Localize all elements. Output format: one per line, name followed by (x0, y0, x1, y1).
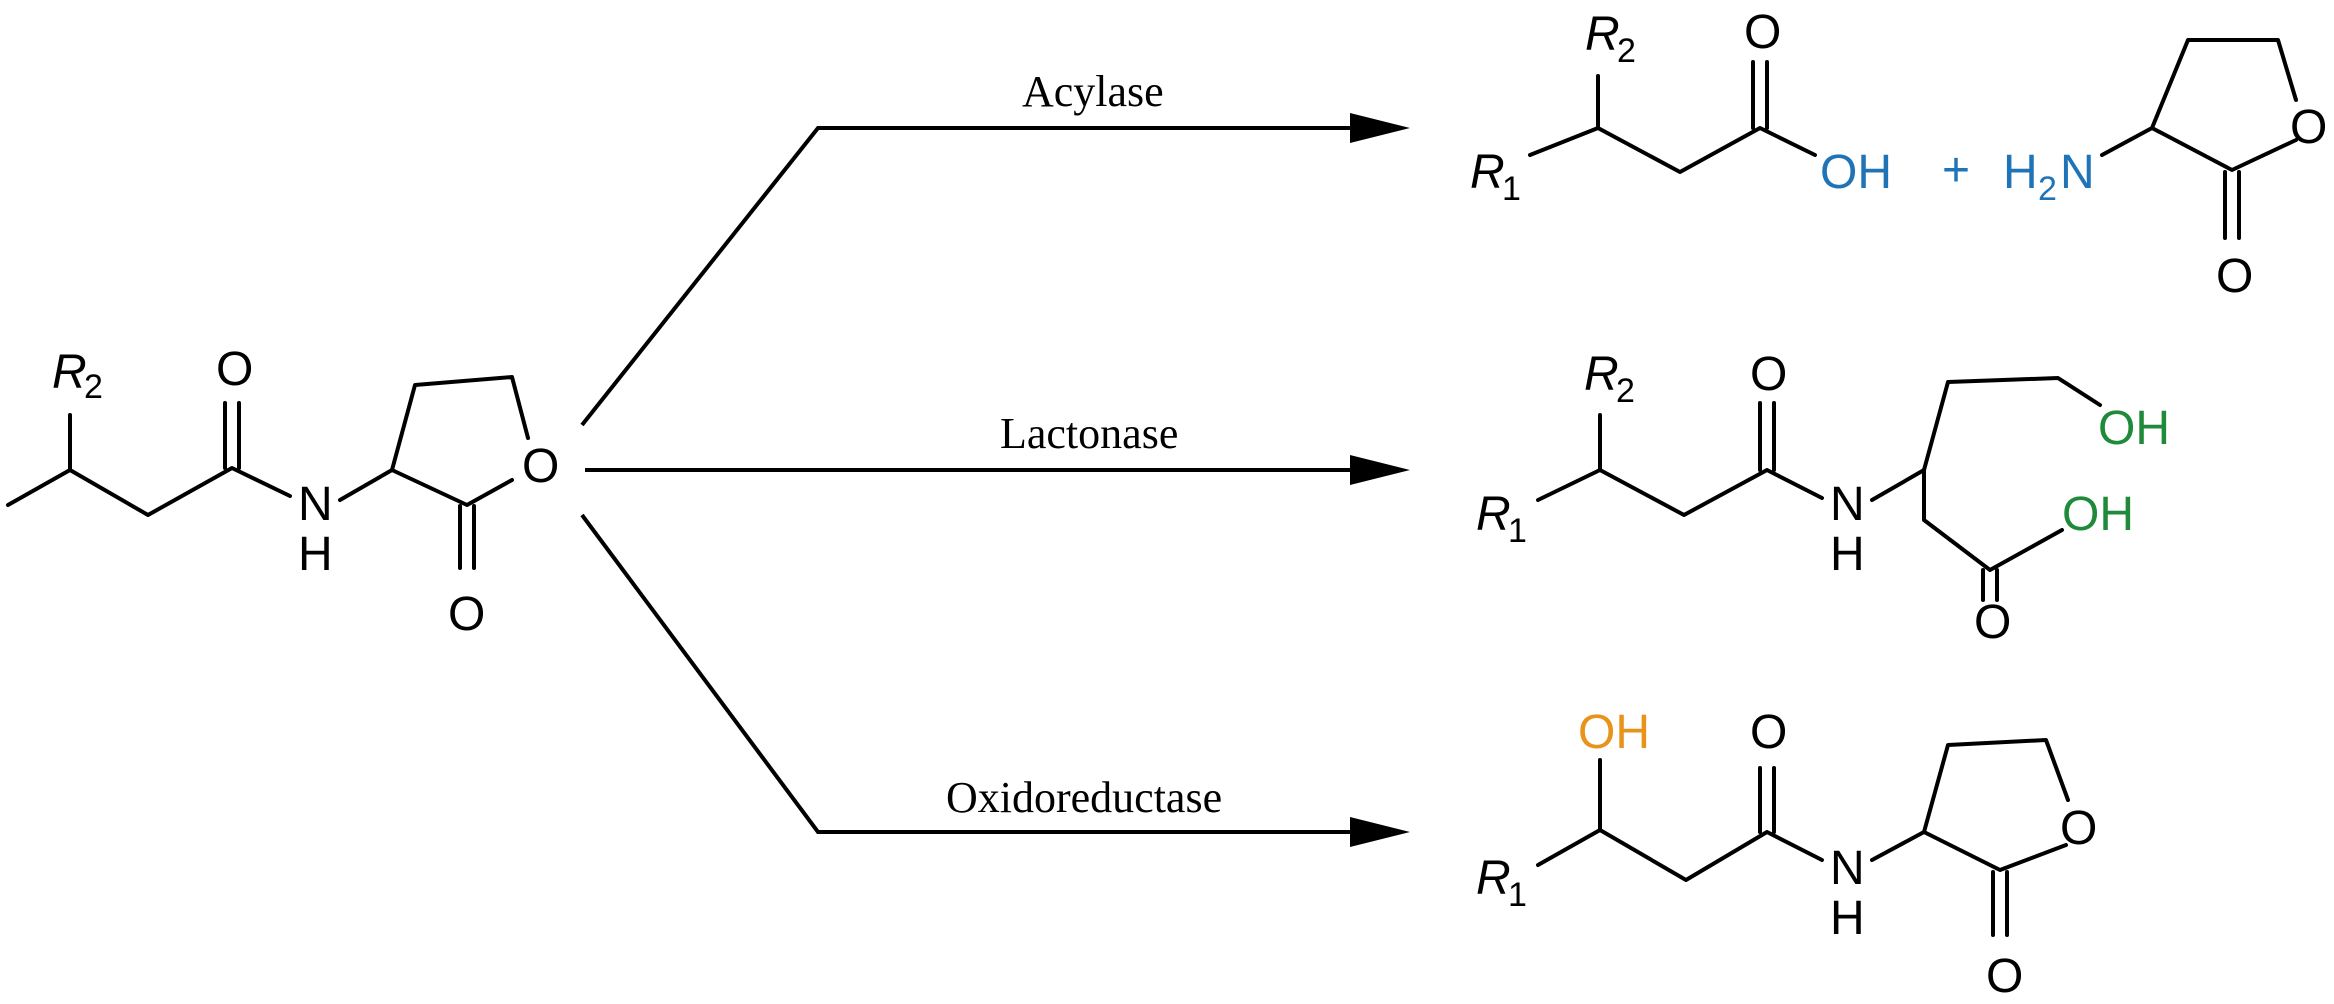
lactonase-amide-nitrogen: N (1830, 478, 1865, 531)
oxidoreductase-arrowhead (1350, 817, 1410, 847)
oxido-amide-hydrogen: H (1830, 892, 1865, 945)
lactonase-acid-hydroxyl: OH (2062, 488, 2134, 541)
acylase-arrowhead (1350, 113, 1410, 143)
oxido-carbonyl-oxygen: O (1750, 706, 1787, 759)
oxido-ring-oxygen: O (2060, 802, 2097, 855)
substrate-molecule: R 2 O N H O O (6, 343, 559, 641)
substrate-r2-label: R (52, 346, 87, 399)
lactonase-carbonyl-oxygen: O (1750, 348, 1787, 401)
lactonase-chain-hydroxyl: OH (2098, 402, 2170, 455)
acylase-lactone-ring-bonds (2100, 38, 2298, 172)
acylase-hydroxyl-group: OH (1820, 146, 1892, 199)
lactonase-r1-subscript: 1 (1508, 512, 1527, 550)
oxido-amide-nitrogen: N (1830, 842, 1865, 895)
acylase-r1-subscript: 1 (1502, 170, 1521, 208)
lactonase-r2-subscript: 2 (1616, 372, 1635, 410)
acylase-arrow (580, 126, 1360, 427)
plus-sign: + (1942, 144, 1970, 197)
lactonase-r1-label: R (1476, 488, 1511, 541)
substrate-chain-bonds (6, 466, 394, 517)
oxido-r1-subscript: 1 (1508, 876, 1527, 914)
lactonase-r2-label: R (1584, 348, 1619, 401)
lactonase-product: R 1 R 2 O N H OH OH O (1476, 348, 2170, 649)
acylase-acid-chain-bonds (1528, 126, 1817, 174)
substrate-carbonyl-oxygen: O (216, 343, 253, 396)
substrate-amide-hydrogen: H (298, 528, 333, 581)
acylase-ring-oxygen: O (2290, 101, 2327, 154)
substrate-amide-nitrogen: N (298, 478, 333, 531)
lactonase-arrowhead (1350, 455, 1410, 485)
acylase-label: Acylase (1022, 67, 1164, 116)
substrate-r2-subscript: 2 (84, 368, 103, 406)
oxidoreductase-product: R 1 OH O N H O O (1476, 706, 2097, 1003)
lactonase-label: Lactonase (1000, 409, 1178, 458)
substrate-ring-oxygen: O (522, 440, 559, 493)
lactonase-acid-bonds (1922, 468, 2064, 572)
substrate-lactone-ring-bonds (390, 375, 530, 507)
acylase-r1-label: R (1470, 146, 1505, 199)
acylase-r2-label: R (1585, 8, 1620, 61)
amine-hydrogen: H (2003, 146, 2038, 199)
substrate-lactone-oxygen: O (448, 588, 485, 641)
amine-nitrogen: N (2060, 146, 2095, 199)
acylase-r2-subscript: 2 (1617, 32, 1636, 70)
amine-subscript: 2 (2038, 170, 2057, 208)
lactonase-acid-oxygen: O (1974, 596, 2011, 649)
oxido-hydroxyl-group: OH (1578, 706, 1650, 759)
reaction-arrows: Acylase Lactonase Oxidoreductase (580, 67, 1410, 847)
lactonase-chain-bonds (1536, 376, 2102, 517)
oxido-lactone-oxygen: O (1986, 950, 2023, 1003)
oxido-chain-bonds (1536, 738, 2070, 882)
oxidoreductase-arrow (580, 513, 1360, 834)
acylase-products: R 1 R 2 O OH + H 2 N O O (1470, 6, 2327, 303)
acylase-lactone-oxygen: O (2216, 250, 2253, 303)
oxido-r1-label: R (1476, 852, 1511, 905)
lactonase-amide-hydrogen: H (1830, 528, 1865, 581)
acylase-carbonyl-oxygen: O (1744, 6, 1781, 59)
oxidoreductase-label: Oxidoreductase (946, 773, 1222, 822)
